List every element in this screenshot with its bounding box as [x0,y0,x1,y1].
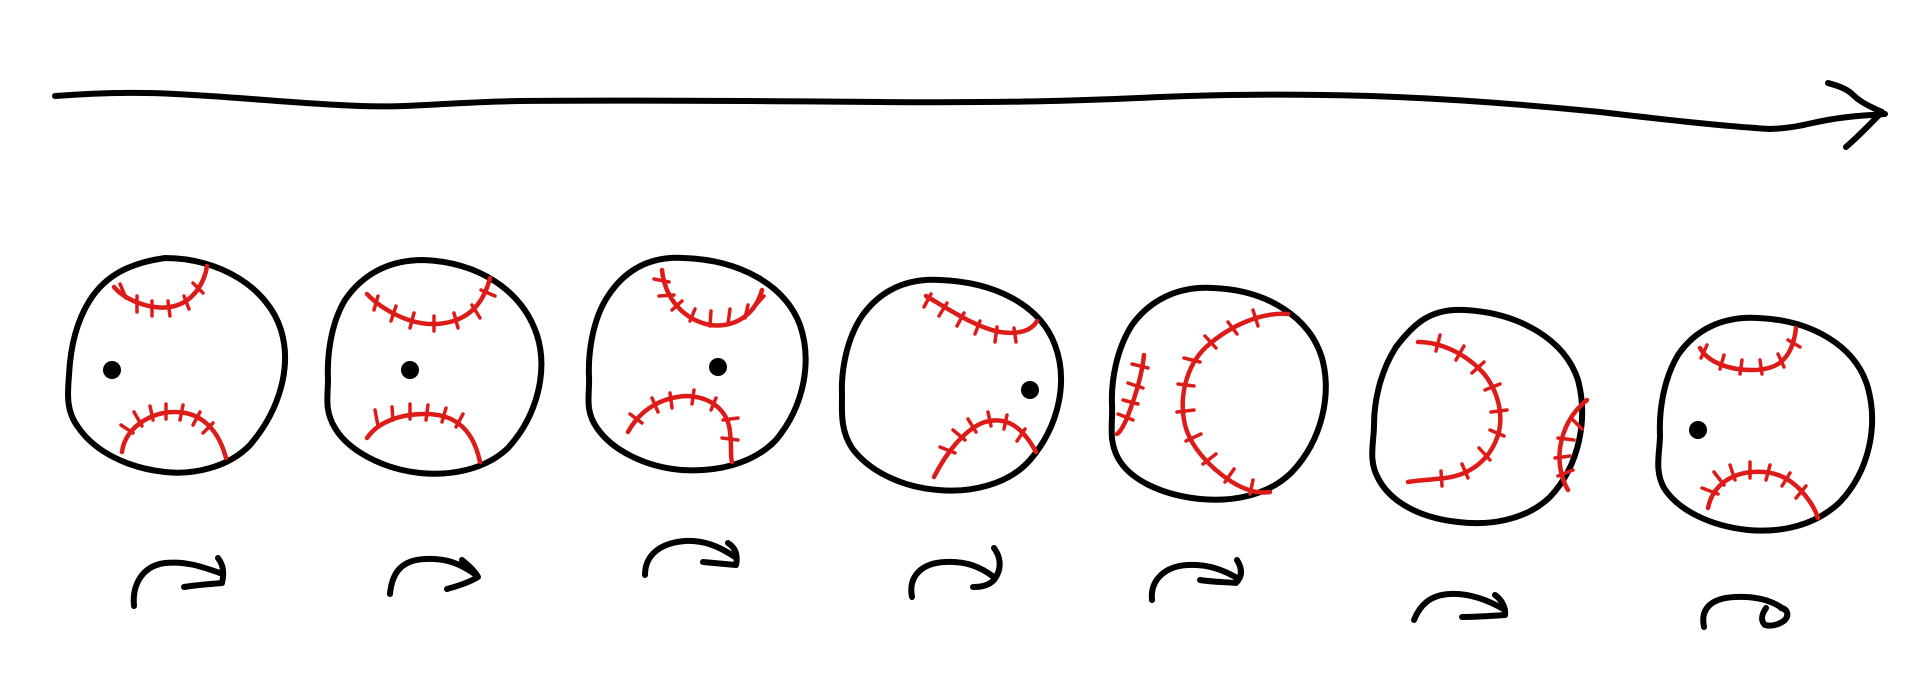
seam-main [1180,311,1291,495]
seam-main-stitches [1434,333,1509,488]
curved-arrow-icon [130,555,227,609]
curved-arrow-icon [1411,590,1509,623]
seam-main [1405,339,1503,485]
ball-outline [585,254,809,474]
ball-outline [1369,306,1586,527]
seam-top-stitches [372,288,497,333]
seam-bottom-stitches [1700,460,1808,500]
baseball-6 [1369,306,1590,623]
seam-top [1697,325,1799,373]
curved-arrow-icon [642,537,740,578]
baseball-7 [1655,314,1876,630]
seam-top [111,263,210,310]
ball-outline [64,255,289,476]
direction-arrow-shaft [52,89,1888,132]
seam-right [1557,397,1590,493]
ball-outline [838,276,1064,494]
seam-bottom [364,411,483,465]
seam-top-stitches [652,277,766,328]
orientation-dot [1021,381,1039,399]
curved-arrow-icon [1148,557,1244,603]
seam-top-stitches [118,281,205,318]
orientation-dot [1689,421,1707,439]
curved-arrow-icon [908,545,1003,600]
curved-arrow-icon [1700,593,1791,630]
seam-right-stitches [1553,416,1584,478]
direction-arrow [52,80,1888,150]
seam-bottom-stitches [938,410,1027,455]
orientation-dot [401,361,419,379]
baseball-3 [585,254,809,578]
seam-top-stitches [1699,338,1802,376]
seam-bottom [1705,469,1821,521]
orientation-dot [103,361,121,379]
seam-bottom-stitches [373,402,465,429]
curved-arrow-icon [387,555,481,597]
seam-main-stitches [1175,308,1260,496]
baseball-1 [64,255,289,609]
orientation-dot [709,358,727,376]
baseball-4 [838,276,1064,600]
seam-left-stitches [1116,362,1150,422]
direction-arrow-head [1825,80,1885,150]
seam-bottom [625,393,735,465]
seam-top [364,275,493,327]
ball-outline [324,257,545,477]
seam-bottom-stitches [628,388,740,442]
baseball-5 [1108,284,1329,603]
ball-outline [1655,314,1876,534]
baseball-2 [324,257,545,597]
seam-top-stitches [922,292,1018,344]
seam-bottom-stitches [119,402,215,435]
ball-outline [1108,284,1329,503]
